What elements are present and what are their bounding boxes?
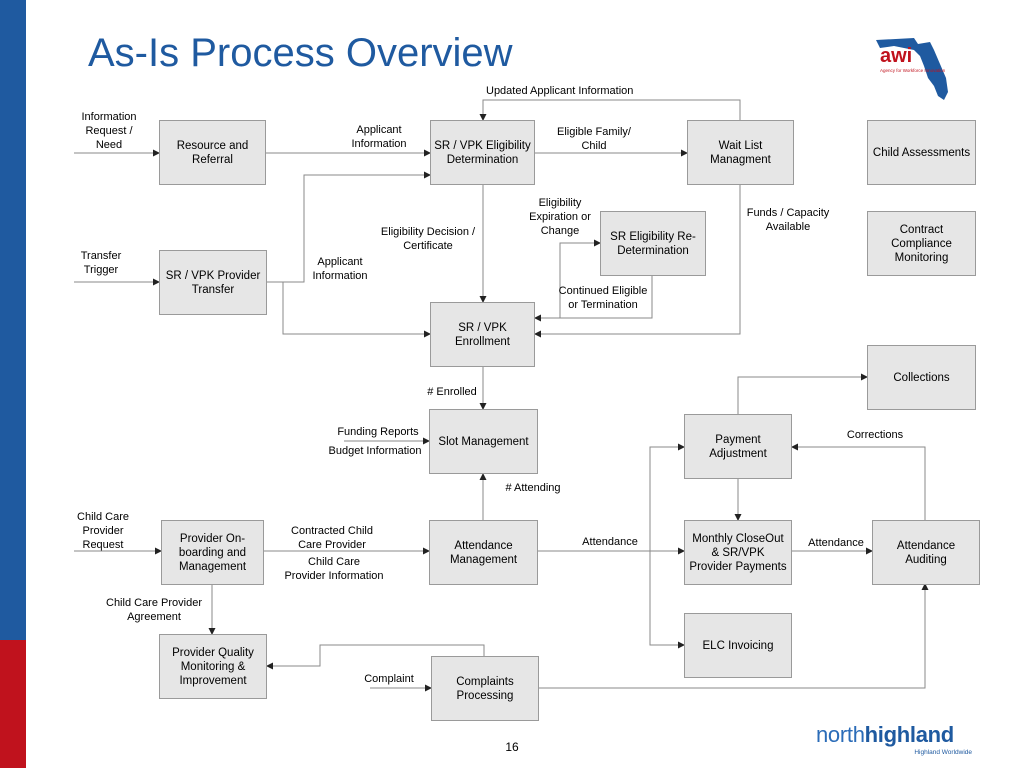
florida-shape-icon [876,38,948,100]
eligibility-determination-box: SR / VPK Eligibility Determination [430,120,535,185]
sidebar-red-band [0,640,26,768]
contract-compliance-box: Contract Compliance Monitoring [867,211,976,276]
label-eligibility-decision: Eligibility Decision / Certificate [380,226,476,252]
elc-invoicing-box: ELC Invoicing [684,613,792,678]
slot-management-box: Slot Management [429,409,538,474]
slide-title: As-Is Process Overview [88,31,513,75]
label-eligible-family: Eligible Family/ Child [557,126,631,152]
label-provider-agreement: Child Care Provider Agreement [106,597,202,623]
complaints-processing-box: Complaints Processing [431,656,539,721]
northhighland-logo: northhighland Highland Worldwide [816,722,972,756]
attendance-auditing-box: Attendance Auditing [872,520,980,585]
sidebar-blue-band [0,0,26,640]
provider-onboarding-box: Provider On- boarding and Management [161,520,264,585]
child-assessments-box: Child Assessments [867,120,976,185]
payment-adjustment-box: Payment Adjustment [684,414,792,479]
label-eligibility-expiration: Eligibility Expiration or Change [529,197,591,237]
label-applicant-info-2: Applicant Information [312,256,368,282]
svg-text:Agency for Workforce Innovatio: Agency for Workforce Innovation [880,68,946,73]
label-applicant-info-1: Applicant Information [351,124,407,150]
label-continued-eligible: Continued Eligible or Termination [558,285,648,311]
collections-box: Collections [867,345,976,410]
svg-text:awi: awi [880,45,912,67]
label-provider-information: Child Care Provider Information [284,556,384,582]
monthly-closeout-box: Monthly CloseOut & SR/VPK Provider Payme… [684,520,792,585]
label-transfer-trigger: Transfer Trigger [80,250,122,276]
label-funding-reports: Funding Reports [337,426,419,438]
label-attending: # Attending [505,482,561,494]
attendance-management-box: Attendance Management [429,520,538,585]
eligibility-redetermination-box: SR Eligibility Re- Determination [600,211,706,276]
label-complaint: Complaint [364,673,414,685]
label-updated-applicant: Updated Applicant Information [486,85,634,97]
label-budget-information: Budget Information [328,445,422,457]
label-attendance-1: Attendance [582,536,638,548]
label-corrections: Corrections [846,429,904,441]
label-contracted-provider: Contracted Child Care Provider [291,525,373,551]
page-number: 16 [505,740,519,754]
resource-referral-box: Resource and Referral [159,120,266,185]
label-info-request: Information Request / Need [81,111,137,151]
label-enrolled: # Enrolled [427,386,477,398]
provider-transfer-box: SR / VPK Provider Transfer [159,250,267,315]
label-funds-capacity: Funds / Capacity Available [746,207,830,233]
provider-quality-box: Provider Quality Monitoring & Improvemen… [159,634,267,699]
label-child-care-request: Child Care Provider Request [77,511,129,551]
wait-list-box: Wait List Managment [687,120,794,185]
awi-logo: awi Agency for Workforce Innovation [876,38,948,100]
enrollment-box: SR / VPK Enrollment [430,302,535,367]
label-attendance-2: Attendance [808,537,864,549]
